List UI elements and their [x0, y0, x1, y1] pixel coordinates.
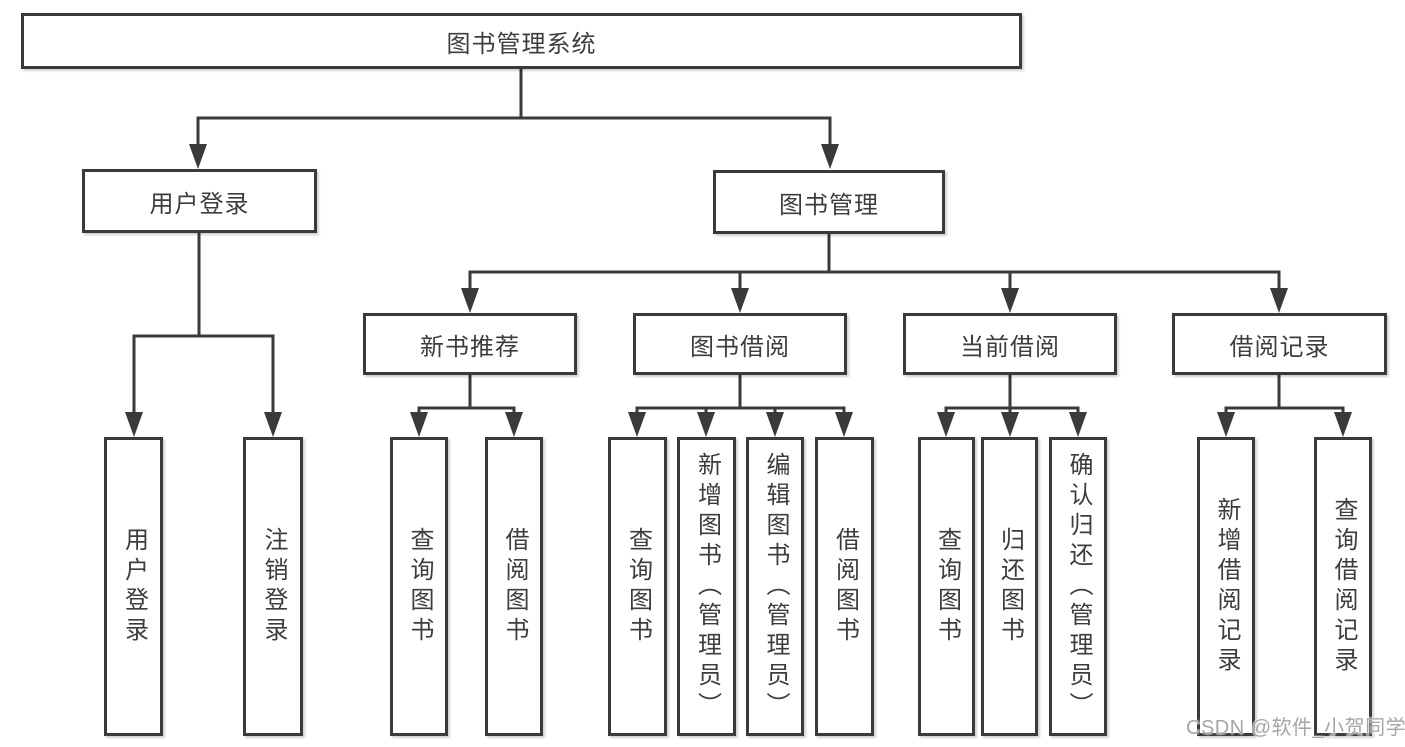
- node-label: 确认归还（管理员）: [1065, 451, 1092, 722]
- node-library-management-system: 图书管理系统: [21, 13, 1022, 69]
- node-label: 查询图书: [406, 526, 433, 647]
- node-label: 图书管理系统: [446, 30, 597, 58]
- node-label: 查询借阅记录: [1330, 496, 1357, 677]
- node-user-login: 用户登录: [82, 169, 317, 233]
- node-label: 查询图书: [624, 526, 652, 647]
- node-label: 用户登录: [149, 190, 250, 218]
- node-label: 图书借阅: [690, 333, 790, 361]
- node-label: 借阅记录: [1229, 333, 1330, 361]
- node-book-borrowing: 图书借阅: [633, 313, 847, 375]
- node-leaf-current-query-books: 查询图书: [918, 437, 975, 736]
- node-leaf-confirm-return-admin: 确认归还（管理员）: [1049, 437, 1107, 736]
- node-label: 注销登录: [260, 526, 287, 647]
- node-label: 新增图书（管理员）: [693, 451, 721, 722]
- node-leaf-edit-books-admin: 编辑图书（管理员）: [746, 437, 804, 736]
- node-leaf-return-books: 归还图书: [981, 437, 1038, 736]
- node-book-management: 图书管理: [713, 170, 945, 234]
- node-label: 归还图书: [996, 526, 1024, 647]
- node-label: 新书推荐: [420, 333, 520, 361]
- csdn-watermark: CSDN @软件_小贺同学: [1186, 717, 1405, 739]
- node-leaf-user-login: 用户登录: [104, 437, 163, 736]
- node-new-book-recommendation: 新书推荐: [363, 313, 577, 375]
- node-label: 查询图书: [933, 526, 961, 647]
- node-leaf-borrow-books: 借阅图书: [815, 437, 874, 736]
- node-leaf-add-books-admin: 新增图书（管理员）: [677, 437, 736, 736]
- node-label: 新增借阅记录: [1213, 496, 1240, 677]
- node-label: 借阅图书: [831, 526, 859, 647]
- node-borrowing-records: 借阅记录: [1172, 313, 1387, 375]
- node-leaf-query-borrow-record: 查询借阅记录: [1314, 437, 1372, 736]
- node-leaf-recommend-borrow-books: 借阅图书: [485, 437, 543, 736]
- node-leaf-borrowing-query-books: 查询图书: [608, 437, 667, 736]
- node-label: 图书管理: [779, 191, 879, 219]
- node-label: 用户登录: [120, 526, 148, 647]
- node-current-borrowing: 当前借阅: [903, 313, 1117, 375]
- node-leaf-logout: 注销登录: [243, 437, 303, 736]
- node-leaf-recommend-query-books: 查询图书: [390, 437, 448, 736]
- node-label: 编辑图书（管理员）: [762, 451, 789, 722]
- node-label: 借阅图书: [501, 526, 528, 647]
- node-label: 当前借阅: [960, 333, 1060, 361]
- node-leaf-add-borrow-record: 新增借阅记录: [1197, 437, 1255, 736]
